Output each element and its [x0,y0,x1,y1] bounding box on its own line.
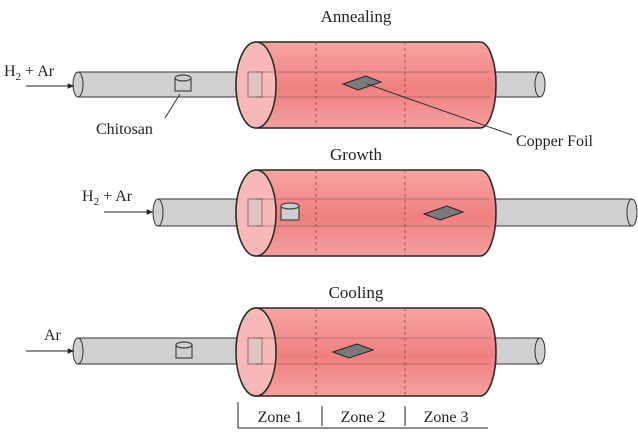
copper-foil [331,343,375,359]
chitosan-boat [280,202,300,221]
gas-label-cooling: Ar [44,327,62,344]
copper-foil [341,75,383,91]
chitosan-boat [175,341,193,359]
tube-entry [247,337,263,365]
chitosan-boat [174,74,192,92]
tube-end-right [626,198,638,227]
zone-legend: Zone 1 Zone 2 Zone 3 [237,402,488,429]
furnace-body [255,307,497,397]
tube-end-left [72,337,84,365]
zone-label-3: Zone 3 [424,409,469,426]
tube-end-right [534,337,546,365]
stage-title-cooling: Cooling [329,283,384,302]
stage-title-growth: Growth [330,145,382,164]
furnace-body [255,41,497,129]
inner-tube [256,198,490,227]
zone-label-1: Zone 1 [258,409,303,426]
zone-label-2: Zone 2 [341,409,386,426]
stage-annealing: Annealing H2 + Ar Chitosan Copper Foil [4,7,593,150]
tube-entry [247,71,263,98]
quartz-tube-left [77,71,257,98]
chitosan-leader [164,93,181,119]
stage-cooling: Cooling Ar [26,283,546,397]
quartz-tube-left [77,337,257,365]
stage-growth: Growth H2 + Ar [82,145,638,257]
furnace-body [255,169,497,257]
chitosan-label: Chitosan [96,121,153,138]
copper-foil [422,205,465,221]
tube-end-left [152,198,164,227]
gas-label-growth: H2 + Ar [82,188,133,208]
gas-label-annealing: H2 + Ar [4,63,55,83]
tube-end-left [72,71,84,98]
copper-foil-leader [366,83,513,136]
inner-tube [256,71,490,98]
inner-tube [256,337,490,365]
tube-end-right [534,71,546,98]
copper-foil-label: Copper Foil [516,133,593,150]
tube-entry [247,198,263,227]
stage-title-annealing: Annealing [321,7,392,26]
